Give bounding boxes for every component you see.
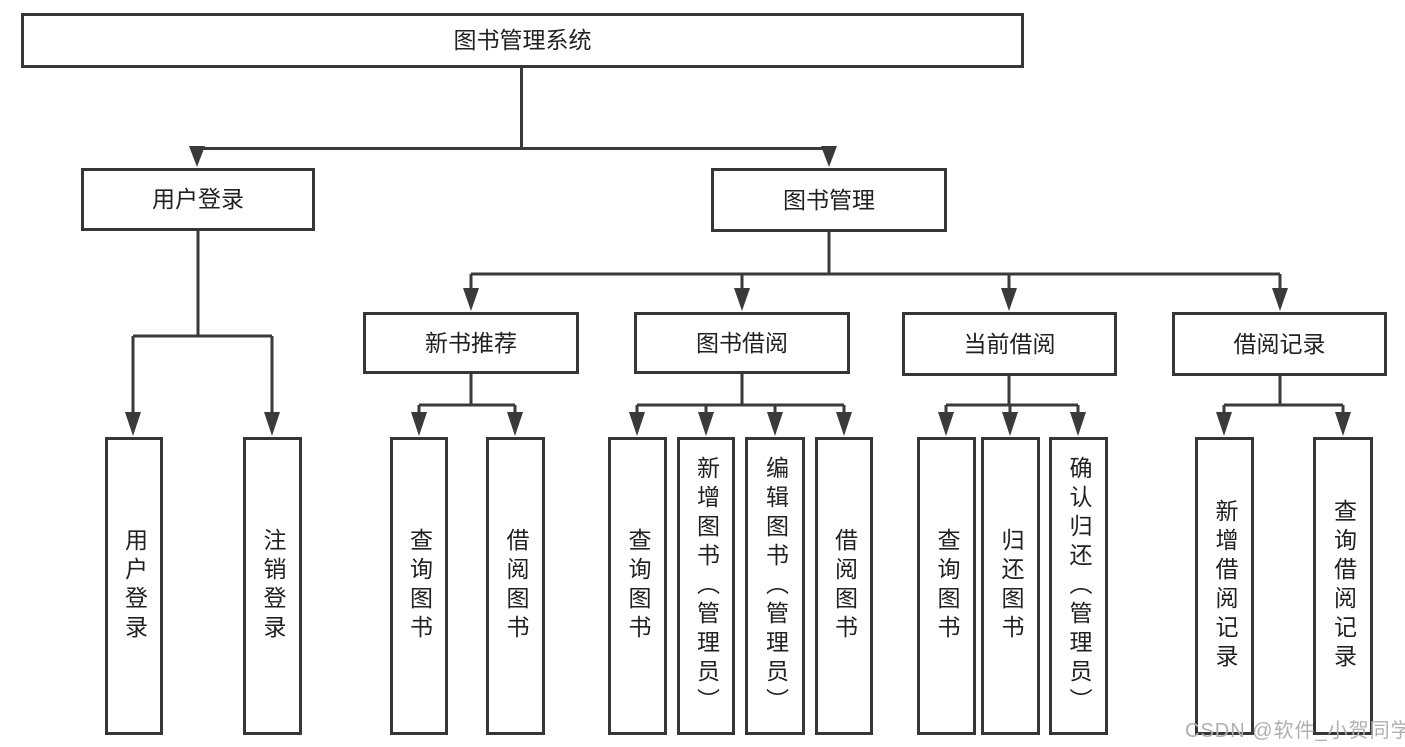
node-label: 图书借阅 — [696, 329, 788, 356]
arrowheads — [125, 146, 1351, 436]
node-label: 当前借阅 — [963, 330, 1056, 357]
csdn-watermark: CSDN @软件_小贺同学 — [1185, 720, 1405, 742]
node-label: 查询图书 — [934, 528, 960, 644]
node-label: 图书管理系统 — [453, 27, 592, 53]
node-label: 查询借阅记录 — [1330, 499, 1357, 673]
node-user-login-action: 用户登录 — [105, 437, 163, 735]
node-current-borrowing: 当前借阅 — [902, 312, 1117, 376]
node-label: 确认归还（管理员） — [1066, 455, 1092, 717]
node-edit-books-admin: 编辑图书（管理员） — [745, 437, 805, 735]
node-return-books: 归还图书 — [981, 437, 1040, 735]
node-label: 查询图书 — [625, 528, 651, 644]
node-label: 注销登录 — [260, 528, 286, 644]
node-confirm-return-admin: 确认归还（管理员） — [1049, 437, 1108, 735]
node-label: 借阅图书 — [831, 528, 858, 644]
node-label: 归还图书 — [998, 528, 1024, 644]
node-logout-action: 注销登录 — [243, 437, 302, 735]
node-library-management-system: 图书管理系统 — [21, 13, 1024, 68]
node-label: 图书管理 — [783, 186, 875, 213]
node-label: 借阅图书 — [503, 528, 529, 644]
node-label: 用户登录 — [152, 186, 244, 212]
node-query-books-borrowing: 查询图书 — [608, 437, 667, 735]
node-book-borrowing: 图书借阅 — [634, 312, 850, 374]
node-borrow-books-action: 借阅图书 — [815, 437, 873, 735]
node-borrow-books-recommend: 借阅图书 — [486, 437, 545, 735]
node-label: 编辑图书（管理员） — [762, 455, 789, 717]
node-new-book-recommendation: 新书推荐 — [363, 312, 579, 374]
node-label: 新书推荐 — [425, 329, 517, 356]
node-label: 新增借阅记录 — [1212, 499, 1238, 673]
node-user-login: 用户登录 — [81, 168, 315, 231]
node-label: 查询图书 — [406, 528, 433, 644]
node-query-books-recommend: 查询图书 — [390, 437, 448, 735]
node-add-books-admin: 新增图书（管理员） — [677, 437, 735, 735]
node-borrowing-records: 借阅记录 — [1172, 312, 1387, 376]
node-query-books-current: 查询图书 — [917, 437, 976, 735]
node-label: 借阅记录 — [1233, 330, 1326, 357]
node-label: 用户登录 — [121, 528, 148, 644]
node-book-management: 图书管理 — [711, 168, 947, 232]
node-label: 新增图书（管理员） — [693, 455, 720, 717]
node-query-borrow-record: 查询借阅记录 — [1313, 437, 1373, 735]
node-add-borrow-record: 新增借阅记录 — [1195, 437, 1254, 735]
